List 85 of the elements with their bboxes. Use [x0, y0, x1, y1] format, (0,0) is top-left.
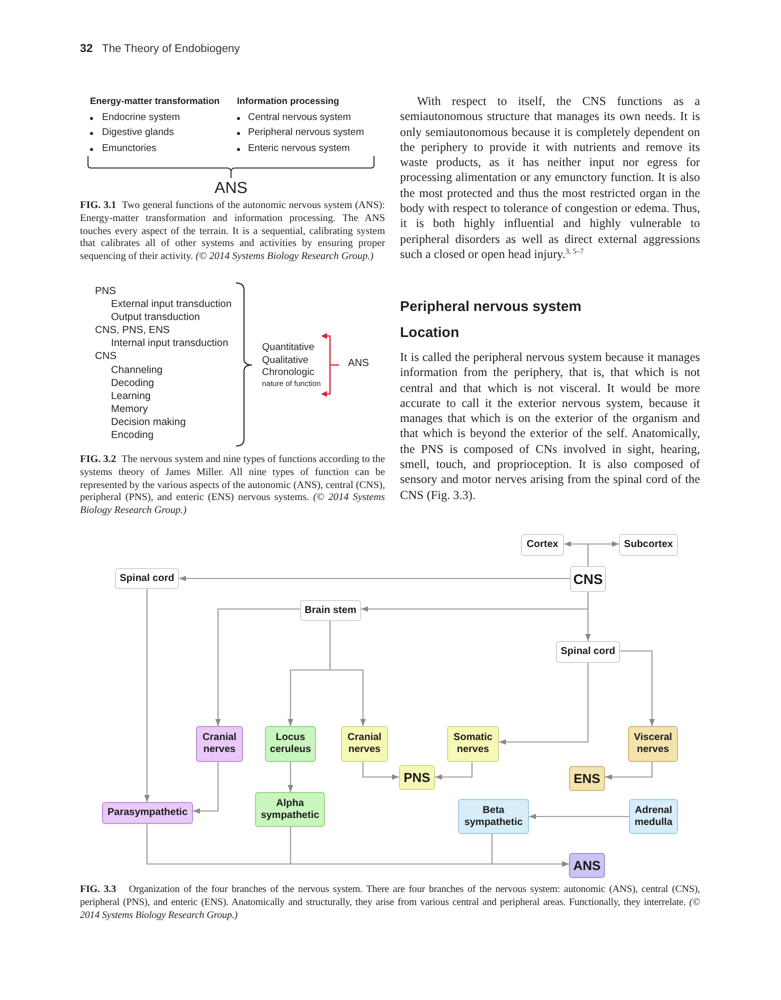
- process-box: [629, 799, 678, 834]
- process-box: [570, 566, 606, 592]
- node-text: Cranial nerves: [202, 732, 238, 756]
- list-heading: CNS: [95, 351, 117, 363]
- arrow: [605, 762, 653, 780]
- column-heading: Information processing: [237, 95, 340, 107]
- list-item: Learning: [111, 391, 151, 403]
- process-box: [399, 765, 435, 790]
- body-paragraph: It is called the peripheral nervous system because it manages information from the periphery, that is, that which is not central and that which is not visceral. It would be more accurate to call it the exterior nervous system, because it manages that which is on the exterior of the organism and that which is beyond the exterior of the self. Anatomically, the PNS is composed of CNs involved in sight, hearing, smell, touch, and proprioception. It is also composed of sensory and motor nerves arising from the spinal cord of the CNS (Fig. 3.3).: [400, 350, 700, 503]
- list-item: Channeling: [111, 365, 163, 377]
- node-text: CNS: [573, 570, 603, 588]
- list-item: Qualitative: [262, 355, 308, 367]
- process-box: [556, 641, 620, 663]
- arrow: [529, 814, 629, 820]
- node-text: PNS: [404, 770, 430, 786]
- list-item: Decoding: [111, 378, 154, 390]
- node-text: Alpha sympathetic: [260, 798, 320, 822]
- list-item: Emunctories: [102, 143, 156, 155]
- node-text: Beta sympathetic: [463, 804, 524, 828]
- list-heading: CNS, PNS, ENS: [95, 325, 170, 337]
- node-text: Subcortex: [624, 539, 673, 551]
- process-box: [628, 726, 678, 762]
- column-heading: Energy-matter transformation: [90, 95, 220, 107]
- arrow: [620, 650, 655, 726]
- node-text: Brain stem: [304, 604, 356, 616]
- figure-caption: FIG. 3.2 The nervous system and nine types of functions according to the systems theory of James Miller. All nine types of function can be represented by the various aspects of the autonomic (ANS), central (CNS), peripheral (PNS), and enteric (ENS) nervous systems. (© 2014 Systems Biology Research Group.): [80, 454, 385, 518]
- process-box: [569, 853, 605, 878]
- arrow: [587, 541, 619, 566]
- node-text: ENS: [574, 770, 600, 786]
- figure-label: ANS: [214, 179, 248, 198]
- section-heading: Peripheral nervous system: [400, 299, 582, 316]
- arrow: [193, 762, 219, 814]
- list-item: Output transduction: [111, 312, 200, 324]
- list-item: Memory: [111, 404, 148, 416]
- list-heading: PNS: [95, 286, 116, 298]
- list-item: Quantitative: [262, 342, 314, 354]
- node-text: ANS: [573, 858, 601, 874]
- node-text: Spinal cord: [560, 646, 616, 658]
- running-title: The Theory of Endobiogeny: [102, 42, 240, 56]
- list-item: Enteric nervous system: [248, 143, 350, 155]
- node-text: Visceral nerves: [632, 732, 674, 756]
- node-text: Adrenal medulla: [634, 804, 674, 828]
- list-item: Decision making: [111, 417, 186, 429]
- list-item: Digestive glands: [102, 127, 174, 139]
- node-text: Cranial nerves: [346, 732, 382, 756]
- arrow: [179, 576, 570, 582]
- body-paragraph: With respect to itself, the CNS functions as a semiautonomous structure that manages its own needs. It is only semiautonomous because it is completely dependent on the periphery to provide it with nutrients and remove its waste products, as it has neither input nor egress for processing alimentation or any emunctory function. It is also the most protected and thus the most restricted organ in the body with respect to tolerance of congestion or edema. Thus, it is both highly influential and highly vulnerable to peripheral disorders as well as direct external aggressions such a closed or open head injury.$^{3, 5–7}$: [400, 94, 700, 262]
- node-text: Locus ceruleus: [268, 732, 312, 756]
- list-item: Encoding: [111, 430, 154, 442]
- process-box: [458, 799, 529, 834]
- process-box: [300, 600, 361, 621]
- node-text: Somatic nerves: [452, 732, 494, 756]
- process-box: [521, 534, 564, 556]
- arrow: [288, 762, 294, 792]
- process-box: [619, 534, 678, 556]
- node-text: Cortex: [526, 539, 558, 551]
- node-text: Parasympathetic: [107, 807, 188, 819]
- node-text: Spinal cord: [120, 572, 174, 584]
- process-box: [569, 766, 605, 791]
- arrow: [435, 762, 473, 780]
- subsection-heading: Location: [400, 325, 460, 342]
- process-box: [102, 802, 193, 824]
- list-item: External input transduction: [111, 299, 232, 311]
- arrow: [585, 592, 591, 641]
- figure-caption: FIG. 3.1 Two general functions of the autonomic nervous system (ANS): Energy-matter transformation and information processing. The ANS touches every aspect of the terrain. It is a sequential, calibrating system that calibrates all of other systems and activities by ensuring proper sequencing of their activity. (© 2014 Systems Biology Research Group.): [80, 200, 385, 264]
- list-item: Endocrine system: [102, 112, 180, 124]
- list-item: Peripheral nervous system: [248, 127, 364, 139]
- list-item: Internal input transduction: [111, 338, 228, 350]
- process-box: [255, 792, 325, 827]
- process-box: [115, 568, 179, 589]
- process-box: [265, 726, 316, 762]
- process-box: [196, 726, 243, 762]
- process-box: [341, 726, 388, 762]
- arrow: [329, 621, 366, 726]
- figure-label: ANS: [348, 358, 369, 370]
- list-item: Central nervous system: [248, 112, 351, 124]
- arrow: [215, 608, 300, 726]
- arrow: [362, 762, 399, 780]
- page-number: 32: [80, 42, 93, 56]
- arrow: [499, 663, 589, 745]
- arrow: [144, 589, 150, 802]
- process-box: [447, 726, 499, 762]
- list-item: Chronologic: [262, 367, 314, 379]
- figure-caption: FIG. 3.3 Organization of the four branches of the nervous system. There are four branches of the nervous system: autonomic (ANS), central (CNS), peripheral (PNS), and enteric (ENS). Anatomically and structurally, they arise from various central and peripheral areas. Functionally, they interrelate. (© 2014 Systems Biology Research Group.): [80, 883, 700, 922]
- arrow: [491, 834, 569, 867]
